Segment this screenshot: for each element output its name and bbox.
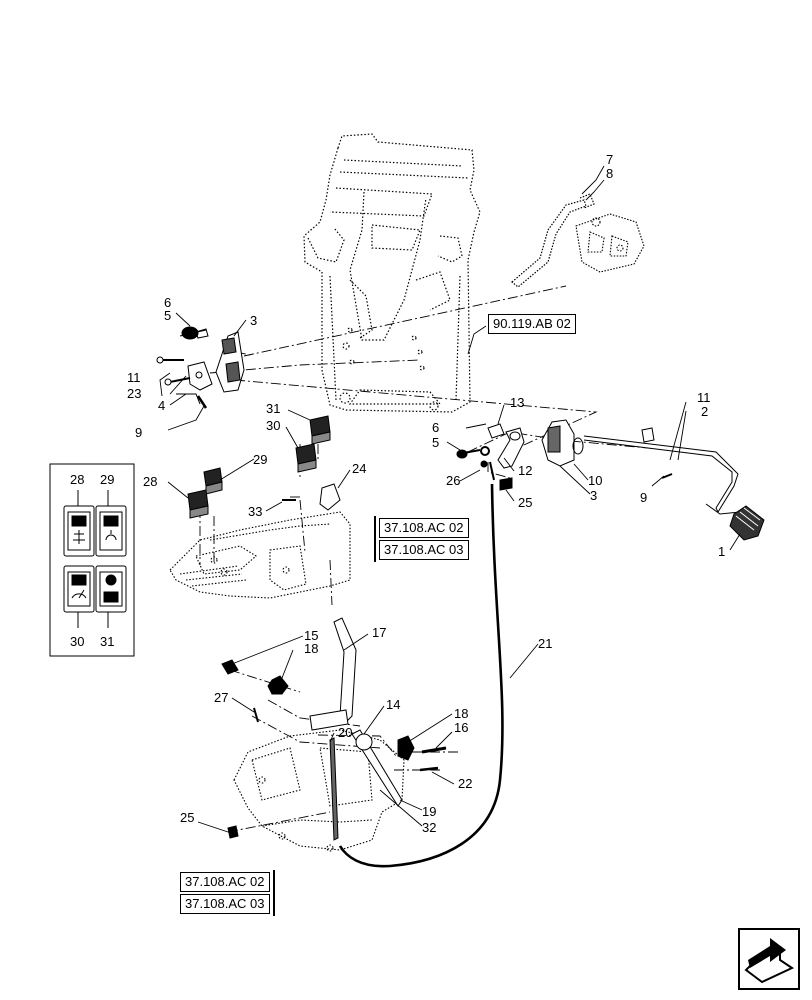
side-console <box>169 511 351 599</box>
callout-1: 1 <box>718 544 725 559</box>
callout-30: 30 <box>266 418 280 433</box>
callout-29: 29 <box>100 472 114 487</box>
reference-37-108-ac-03[interactable]: 37.108.AC 03 <box>379 540 469 560</box>
left-bracket-group <box>156 326 245 409</box>
linkage-parts <box>456 423 525 491</box>
callout-30: 30 <box>70 634 84 649</box>
callout-3: 3 <box>590 488 597 503</box>
callout-28: 28 <box>143 474 157 489</box>
callout-29: 29 <box>253 452 267 467</box>
callout-2: 2 <box>701 404 708 419</box>
callout-33: 33 <box>248 504 262 519</box>
callout-3: 3 <box>250 313 257 328</box>
callout-19: 19 <box>422 804 436 819</box>
callout-13: 13 <box>510 395 524 410</box>
callout-labels: 1 2 3 3 4 5 5 6 6 7 8 9 9 10 11 11 12 13… <box>70 152 725 835</box>
shift-lever <box>511 193 595 288</box>
callout-20: 20 <box>338 725 352 740</box>
callout-7: 7 <box>606 152 613 167</box>
callout-5: 5 <box>432 435 439 450</box>
cab-rear-frame <box>303 133 481 413</box>
rotating-beacon-switch-icon <box>103 515 119 541</box>
callout-18: 18 <box>304 641 318 656</box>
callout-12: 12 <box>518 463 532 478</box>
callout-6: 6 <box>164 295 171 310</box>
reference-group-base: 37.108.AC 02 37.108.AC 03 <box>180 870 275 916</box>
callout-22: 22 <box>458 776 472 791</box>
callout-15: 15 <box>304 628 318 643</box>
reference-37-108-ac-02[interactable]: 37.108.AC 02 <box>180 872 270 892</box>
callout-14: 14 <box>386 697 400 712</box>
reference-37-108-ac-02[interactable]: 37.108.AC 02 <box>379 518 469 538</box>
callout-17: 17 <box>372 625 386 640</box>
callout-10: 10 <box>588 473 602 488</box>
callout-18: 18 <box>454 706 468 721</box>
brake-lever <box>221 617 357 731</box>
assembly-centerlines <box>199 285 693 833</box>
flasher-switch-icon <box>103 574 119 603</box>
switch-inset <box>49 463 135 657</box>
callout-6: 6 <box>432 420 439 435</box>
switch-modules <box>187 415 341 519</box>
callout-4: 4 <box>158 398 165 413</box>
callout-9: 9 <box>135 425 142 440</box>
pedal-assembly <box>541 419 765 541</box>
brake-hardware <box>227 729 447 841</box>
brake-cable <box>338 483 504 868</box>
callout-23: 23 <box>127 386 141 401</box>
callout-25: 25 <box>518 495 532 510</box>
callout-11: 11 <box>697 390 711 405</box>
reference-90-119-ab-02[interactable]: 90.119.AB 02 <box>488 314 576 334</box>
next-page-button[interactable] <box>738 928 800 990</box>
reference-37-108-ac-03[interactable]: 37.108.AC 03 <box>180 894 270 914</box>
wiper-switch-icon <box>71 574 87 599</box>
valve-block <box>575 213 645 273</box>
reference-group-console: 37.108.AC 02 37.108.AC 03 <box>374 516 469 562</box>
reference-leader <box>467 325 487 355</box>
callout-28: 28 <box>70 472 84 487</box>
work-light-switch-icon <box>71 515 87 544</box>
leader-lines <box>159 165 741 833</box>
callout-27: 27 <box>214 690 228 705</box>
callout-31: 31 <box>100 634 114 649</box>
callout-9: 9 <box>640 490 647 505</box>
next-page-arrow-icon <box>744 938 795 984</box>
callout-25: 25 <box>180 810 194 825</box>
brake-base <box>233 729 405 852</box>
callout-21: 21 <box>538 636 552 651</box>
callout-16: 16 <box>454 720 468 735</box>
callout-5: 5 <box>164 308 171 323</box>
callout-8: 8 <box>606 166 613 181</box>
callout-24: 24 <box>352 461 366 476</box>
callout-11: 11 <box>127 370 141 385</box>
callout-31: 31 <box>266 401 280 416</box>
callout-32: 32 <box>422 820 436 835</box>
callout-26: 26 <box>446 473 460 488</box>
